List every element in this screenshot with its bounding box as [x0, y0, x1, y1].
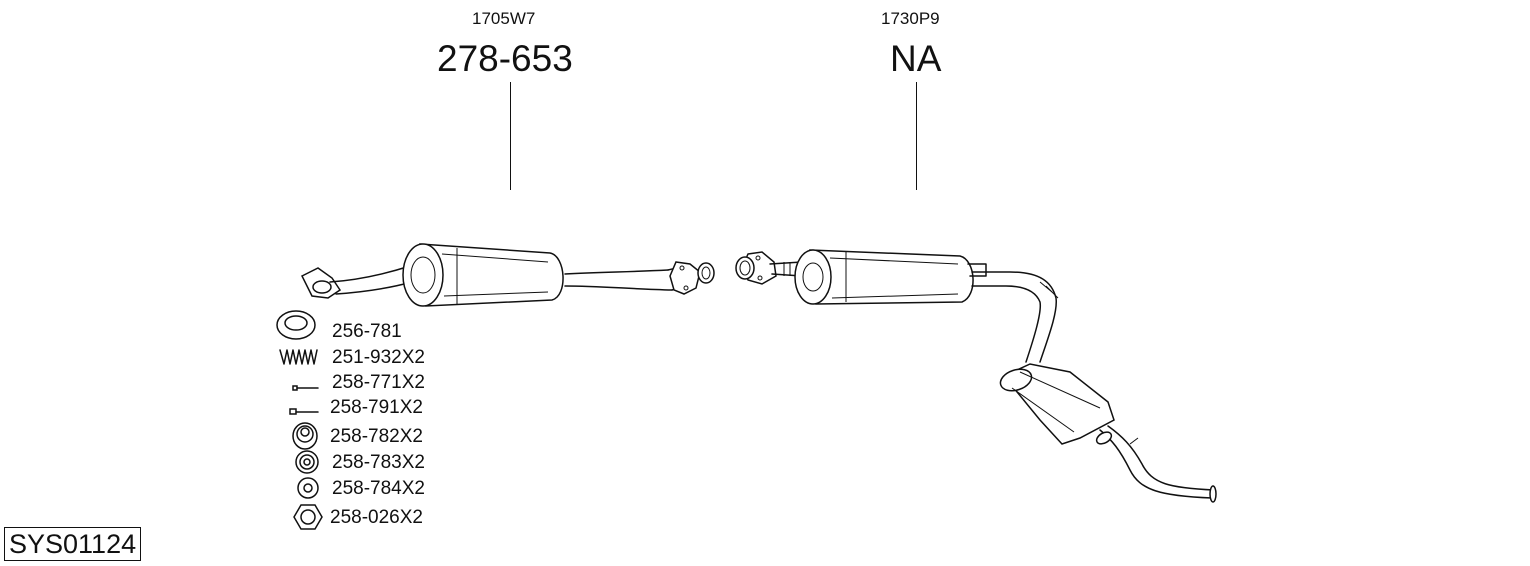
part-label-washer: 258-784X2	[332, 478, 425, 499]
section-code-front: 1705W7	[472, 9, 536, 28]
hex-nut-icon	[293, 504, 323, 530]
spring-icon	[279, 349, 318, 365]
front-pipe-section	[300, 243, 715, 307]
gasket-ring-icon	[276, 310, 316, 340]
section-code-rear: 1730P9	[881, 9, 940, 28]
part-label-ring-mount: 258-783X2	[332, 452, 425, 473]
leader-line-front	[510, 82, 511, 190]
rear-pipe-section	[735, 249, 1217, 503]
part-label-bolt: 258-771X2	[332, 372, 425, 393]
part-number-rear: NA	[890, 38, 942, 79]
part-number-front: 278-653	[437, 38, 573, 79]
rubber-mount-icon	[292, 422, 318, 450]
bolt-icon	[292, 385, 319, 391]
part-label-spring: 251-932X2	[332, 347, 425, 368]
part-label-hex-nut: 258-026X2	[330, 507, 423, 528]
long-bolt-icon	[289, 408, 319, 415]
washer-icon	[297, 477, 319, 499]
part-label-long-bolt: 258-791X2	[330, 397, 423, 418]
part-label-gasket: 256-781	[332, 321, 402, 342]
part-label-rubber-mount: 258-782X2	[330, 426, 423, 447]
ring-mount-icon	[295, 450, 319, 474]
system-code-box: SYS01124	[4, 527, 142, 561]
leader-line-rear	[916, 82, 917, 190]
